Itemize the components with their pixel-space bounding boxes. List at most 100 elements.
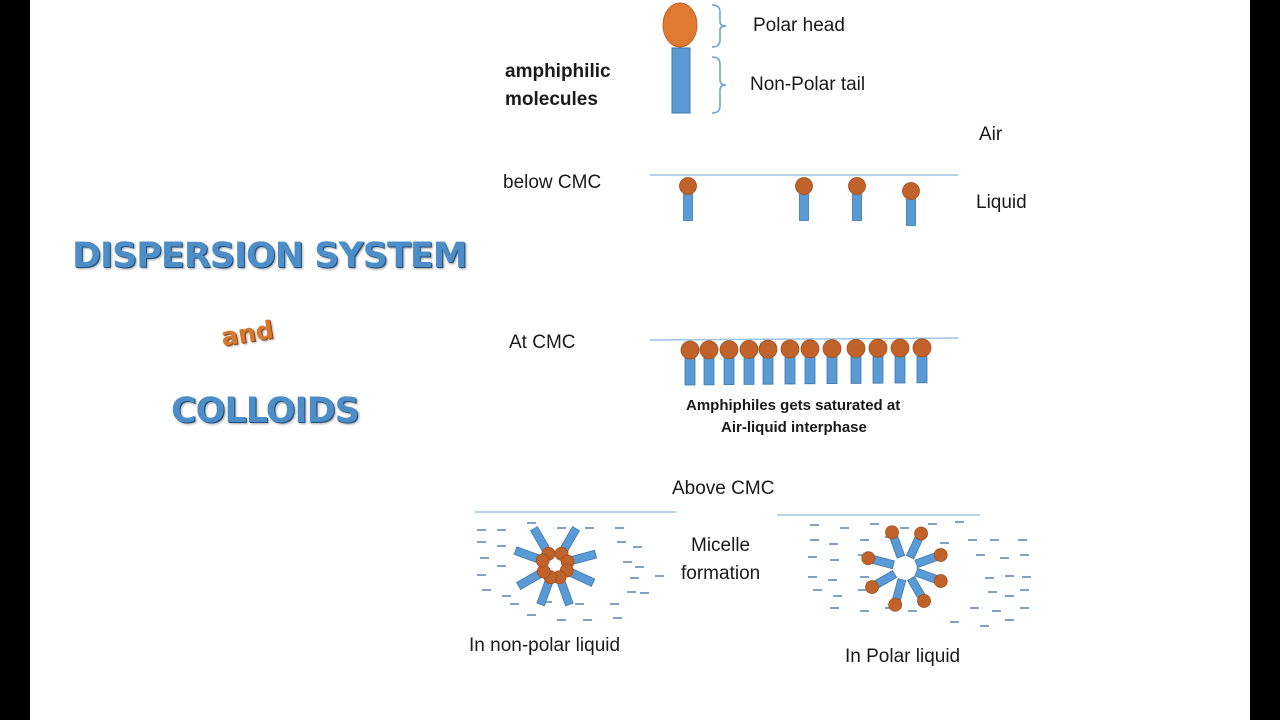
micelle-amphiphile [513, 546, 550, 568]
slide: DISPERSION SYSTEM and COLLOIDS Polar hea… [30, 0, 1250, 720]
micelle-amphiphile [888, 578, 907, 612]
micelle-amphiphile [906, 575, 931, 608]
surface-line-at-cmc [649, 337, 959, 341]
amphiphile-tail [799, 192, 809, 221]
amphiphile-tail [850, 354, 862, 384]
amphiphile-head [902, 182, 920, 200]
saturated-label-line2: Air-liquid interphase [721, 419, 867, 436]
amphiphile-head [758, 339, 778, 359]
tail-brace [711, 56, 727, 114]
amphiphile [848, 177, 866, 221]
amphiphile [795, 177, 813, 221]
below-cmc-molecules [679, 177, 920, 226]
air-label: Air [979, 124, 1003, 145]
micelle-amphiphile [885, 525, 906, 559]
large-amphiphile [662, 2, 698, 114]
amphiphile-tail [826, 355, 838, 385]
micelle-tail [567, 567, 596, 587]
at-cmc-label: At CMC [509, 332, 576, 353]
amphiphile-head [822, 339, 842, 359]
polar-head-brace [711, 4, 727, 48]
micelle-amphiphile [559, 563, 596, 587]
amphiphile-head [739, 339, 759, 359]
micelle-head [933, 574, 948, 588]
micelle [861, 525, 948, 612]
amphiphile-head [719, 340, 739, 360]
saturated-label-line1: Amphiphiles gets saturated at [686, 397, 901, 414]
amphiphile [719, 340, 739, 386]
amphiphile-tail [894, 354, 906, 384]
amphiphile [846, 338, 866, 384]
amphiphile-head [846, 338, 866, 358]
amphiphile-head [800, 339, 820, 359]
micelle-amphiphile [516, 564, 551, 591]
below-cmc-label: below CMC [503, 172, 602, 193]
diagram [475, 2, 1031, 627]
polar-head-label: Polar head [753, 15, 845, 36]
amphiphile [699, 340, 719, 386]
amphiphile-tail [906, 197, 916, 226]
micelle-amphiphile [914, 548, 948, 569]
micelle-head [861, 551, 876, 566]
at-cmc-molecules [680, 338, 932, 386]
amphiphile [822, 339, 842, 385]
amphiphile-head [795, 177, 813, 195]
micelle-head [914, 526, 928, 541]
micelle-head [933, 548, 948, 562]
title-dispersion-system: DISPERSION SYSTEM [72, 236, 468, 276]
large-head [662, 2, 698, 48]
micelle-amphiphile [914, 567, 948, 588]
micelle-amphiphile [861, 551, 895, 570]
amphiphile-tail [743, 355, 755, 385]
micelle-head [535, 553, 550, 568]
micelle-head [865, 580, 879, 594]
amphiphile-head [679, 177, 697, 195]
amphiphile [680, 340, 700, 386]
liquid-label: Liquid [976, 192, 1027, 213]
amphiphile [912, 338, 932, 384]
micelle-amphiphile [905, 526, 928, 560]
polar-liquid-label: In Polar liquid [845, 646, 961, 667]
amphiphile [868, 338, 888, 384]
amphiphile [758, 339, 778, 385]
amphiphile-tail [852, 192, 862, 221]
reverse-micelle [513, 526, 598, 607]
micelle-amphiphile [865, 569, 898, 594]
amphiphile-tail [804, 355, 816, 385]
title-colloids: COLLOIDS [171, 391, 360, 431]
amphiphile-tail [723, 356, 735, 386]
amphiphile-head [780, 339, 800, 359]
amphiphile-head [912, 338, 932, 358]
above-cmc-label: Above CMC [672, 478, 775, 499]
micelle-label-line2: formation [681, 563, 761, 584]
amphiphile [902, 182, 920, 226]
amphiphile-tail [683, 192, 693, 221]
amphiphile-tail [784, 355, 796, 385]
amphiphilic-label-line2: molecules [505, 89, 598, 110]
amphiphile-head [680, 340, 700, 360]
amphiphile-head [868, 338, 888, 358]
amphiphile-tail [762, 355, 774, 385]
micelle-amphiphile [560, 549, 598, 569]
non-polar-tail-label: Non-Polar tail [750, 74, 866, 95]
amphiphile-tail [916, 354, 928, 384]
amphiphile-tail [872, 354, 884, 384]
amphiphile [780, 339, 800, 385]
large-tail [671, 47, 691, 114]
micelle-head [888, 597, 903, 612]
amphiphile [739, 339, 759, 385]
micelle-head [917, 594, 931, 608]
amphiphile-tail [684, 356, 696, 386]
amphiphile [800, 339, 820, 385]
micelle-head [885, 525, 899, 540]
amphiphilic-label-line1: amphiphilic [505, 61, 611, 82]
amphiphile-head [699, 340, 719, 360]
micelle-label-line1: Micelle [691, 535, 751, 556]
amphiphile-head [848, 177, 866, 195]
amphiphile-tail [703, 356, 715, 386]
non-polar-liquid-label: In non-polar liquid [469, 635, 621, 656]
polar-liquid-dashes [808, 521, 1031, 627]
amphiphile [679, 177, 697, 221]
non-polar-liquid-dashes [477, 522, 664, 621]
amphiphile-head [890, 338, 910, 358]
